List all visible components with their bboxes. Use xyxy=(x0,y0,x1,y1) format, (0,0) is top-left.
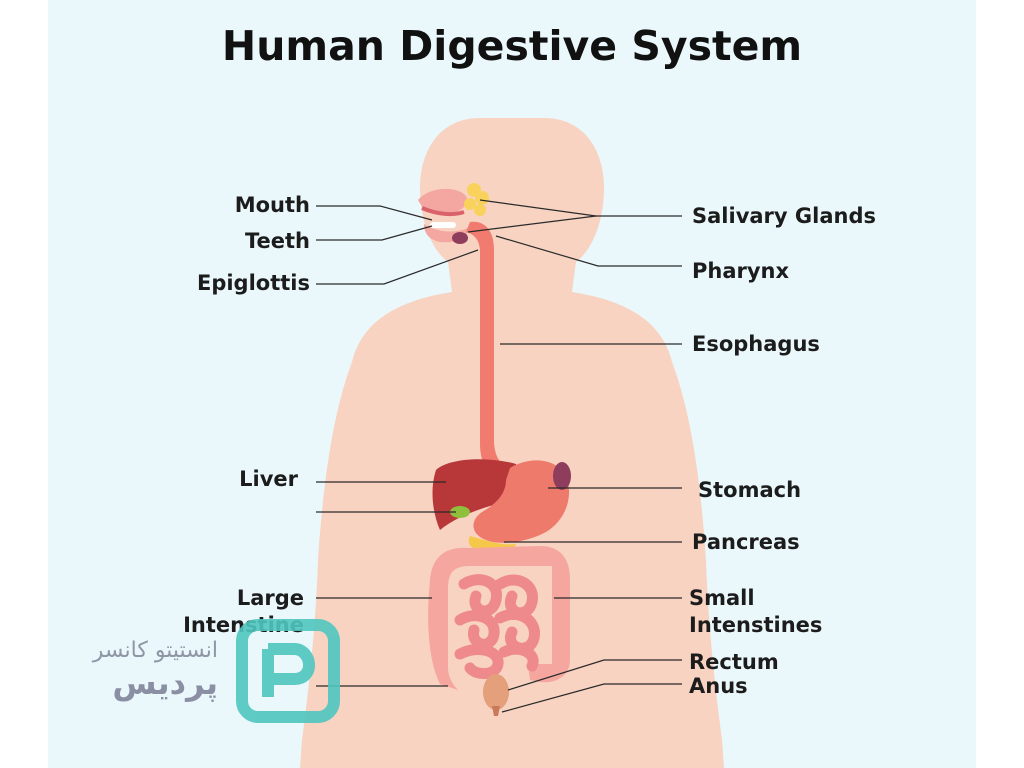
small-intestine-organ xyxy=(454,574,540,679)
salivary-glands-organ xyxy=(464,183,489,216)
body-silhouette xyxy=(300,118,724,768)
label-teeth: Teeth xyxy=(244,229,310,253)
label-anus: Anus xyxy=(689,674,748,698)
anus-organ xyxy=(492,706,500,716)
stomach-organ xyxy=(473,460,570,543)
label-large-intestine-line1: Large xyxy=(236,586,304,610)
spleen-organ xyxy=(553,462,571,490)
label-stomach: Stomach xyxy=(698,478,802,502)
label-salivary-glands: Salivary Glands xyxy=(692,204,876,228)
label-epiglottis: Epiglottis xyxy=(196,271,310,295)
label-mouth: Mouth xyxy=(234,193,310,217)
label-small-intestines-line1: Small xyxy=(689,586,755,610)
label-pharynx: Pharynx xyxy=(692,259,790,283)
label-rectum: Rectum xyxy=(689,650,779,674)
watermark-logo-icon xyxy=(236,619,340,723)
label-esophagus: Esophagus xyxy=(692,332,820,356)
label-pancreas: Pancreas xyxy=(692,530,800,554)
esophagus-organ xyxy=(466,221,520,490)
rectum-organ xyxy=(483,674,509,710)
mouth-organ xyxy=(418,188,469,244)
teeth-organ xyxy=(430,222,456,228)
watermark-text-line1: انستیتو کانسر xyxy=(92,638,218,663)
gallbladder-organ xyxy=(450,506,470,518)
label-liver: Liver xyxy=(239,467,298,491)
leader-lines xyxy=(316,199,682,713)
watermark-text-line2: پردیس xyxy=(112,664,218,702)
page-title: Human Digestive System xyxy=(221,22,803,70)
label-small-intestines-line2: Intenstines xyxy=(689,613,823,637)
